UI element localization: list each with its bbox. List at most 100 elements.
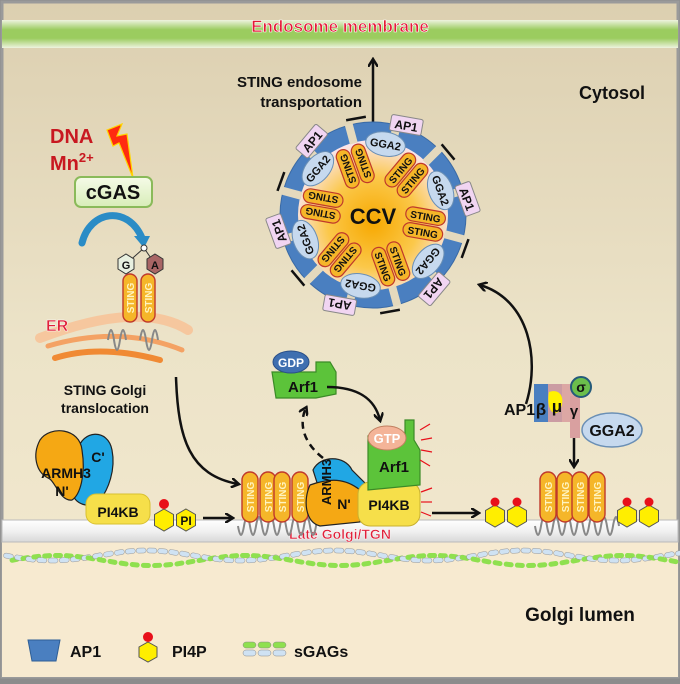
gga2-protein: GGA2 — [365, 131, 406, 157]
cytosol-label: Cytosol — [579, 83, 645, 103]
gga2-protein: GGA2 — [426, 170, 455, 211]
sgags-chain-icon — [242, 641, 287, 657]
pi4p-hexagon-icon — [138, 641, 158, 663]
golgi-translocation-label-1: STING Golgi — [64, 382, 146, 398]
cgamp-molecule: G A — [117, 244, 164, 275]
dna-label: DNA — [50, 126, 93, 148]
sting-label: STING — [278, 482, 289, 513]
sting-label: STING — [407, 225, 439, 241]
ap1-trapezoid-icon — [27, 639, 61, 662]
legend-ap1-label: AP1 — [70, 644, 101, 661]
sting-label: STING — [561, 482, 572, 513]
sting-protein: STING — [571, 471, 589, 523]
sting-transmembrane — [237, 516, 323, 536]
cgamp-g-label: G — [122, 260, 131, 272]
gtp-label: GTP — [374, 431, 401, 446]
pi4kb-label-active: PI4KB — [368, 497, 409, 513]
gga2-protein: GGA2 — [291, 219, 320, 260]
armh3-label-active: ARMH3 — [319, 459, 334, 505]
arf1-gtp-label: Arf1 — [379, 459, 409, 476]
pi4kb-label-left: PI4KB — [97, 504, 138, 520]
ap1-sigma-label: σ — [576, 379, 586, 395]
cgamp-a-label: A — [151, 260, 159, 272]
sting-dimer-er: STING STING — [122, 273, 156, 323]
endosome-membrane-label: Endosome membrane — [251, 17, 429, 36]
phosphate-icon — [143, 632, 153, 642]
gga2-label: GGA2 — [344, 276, 377, 293]
ap1-tag: AP1 — [322, 294, 358, 316]
sting-label: STING — [264, 482, 275, 513]
sting-protein: STING — [273, 471, 291, 523]
cgas-box — [74, 176, 153, 208]
gga2-label-free: GGA2 — [589, 423, 634, 440]
endosome-membrane — [2, 20, 678, 48]
ap1-complex-label: AP1 — [504, 402, 535, 419]
cgamp-synthesis-arrow — [78, 212, 146, 247]
sting-protein: STING — [539, 471, 557, 523]
gga2-protein: GGA2 — [340, 273, 381, 299]
lightning-bolt-icon — [106, 122, 134, 179]
sting-transmembrane — [534, 516, 620, 536]
cgamp-arrowhead-icon — [134, 236, 150, 248]
cgas-label: cGAS — [86, 182, 140, 204]
ccv-label: CCV — [350, 204, 397, 229]
armh3-pi4kb-arf1-complex — [305, 419, 433, 527]
ap1-mu-label: μ — [552, 397, 562, 416]
armh3-n-label-active: N' — [337, 496, 350, 512]
armh3-c-label: C' — [91, 449, 104, 465]
pi4p-molecule — [507, 497, 527, 528]
sting-cluster-pi4p: STING STING STING STING — [485, 471, 659, 536]
golgi-translocation-arrow — [174, 376, 238, 484]
sgags-chain — [3, 547, 680, 569]
er-label: ER — [46, 318, 69, 335]
sting-label: STING — [296, 482, 307, 513]
sting-label: STING — [544, 482, 555, 513]
sting-protein: STING — [241, 471, 259, 523]
golgi-translocation-label-2: translocation — [61, 400, 149, 416]
legend: AP1 PI4P sGAGs — [27, 632, 348, 663]
ap1-beta-label: β — [536, 400, 546, 419]
sting-label: STING — [576, 482, 587, 513]
arf1-activation-arrow — [326, 385, 380, 420]
ap1-tag: AP1 — [265, 213, 292, 249]
sting-transmembrane-er — [107, 329, 159, 351]
gdp-label: GDP — [278, 356, 304, 370]
sting-protein: STING — [588, 471, 606, 523]
golgi-lumen-area — [2, 535, 678, 677]
armh3-pi4kb-inactive — [35, 430, 151, 525]
sting-protein: STING — [291, 471, 309, 523]
sting-label: STING — [307, 189, 339, 205]
pi4p-molecule — [639, 497, 659, 528]
pi4p-molecule — [154, 499, 174, 532]
legend-sgags-label: sGAGs — [294, 644, 348, 661]
endosome-transport-label-1: STING endosome — [237, 74, 362, 91]
arf1-gdp-label: Arf1 — [288, 379, 318, 396]
gga2-label: GGA2 — [369, 136, 402, 153]
sting-label: STING — [409, 210, 441, 226]
ap1-tag: AP1 — [454, 181, 481, 217]
armh3-n-label: N' — [55, 483, 68, 499]
armh3-label-left: ARMH3 — [41, 465, 91, 481]
ap1-label: AP1 — [327, 295, 353, 313]
legend-pi4p-label: PI4P — [172, 644, 207, 661]
sting-label: STING — [593, 482, 604, 513]
sting-protein: STING — [556, 471, 574, 523]
ap1-tag: AP1 — [388, 114, 424, 136]
sting-label: STING — [304, 204, 336, 220]
ccv-formation-arrow — [480, 285, 533, 405]
pi-label: PI — [180, 514, 191, 528]
sting-label: STING — [246, 482, 257, 513]
pi4p-molecule — [485, 497, 505, 528]
ap1-label: AP1 — [393, 117, 419, 135]
golgi-lumen-label: Golgi lumen — [525, 605, 635, 626]
sting-label: STING — [144, 283, 155, 314]
ap1-complex — [534, 376, 643, 448]
arf1-recruitment-dashed-arrow — [303, 408, 324, 459]
